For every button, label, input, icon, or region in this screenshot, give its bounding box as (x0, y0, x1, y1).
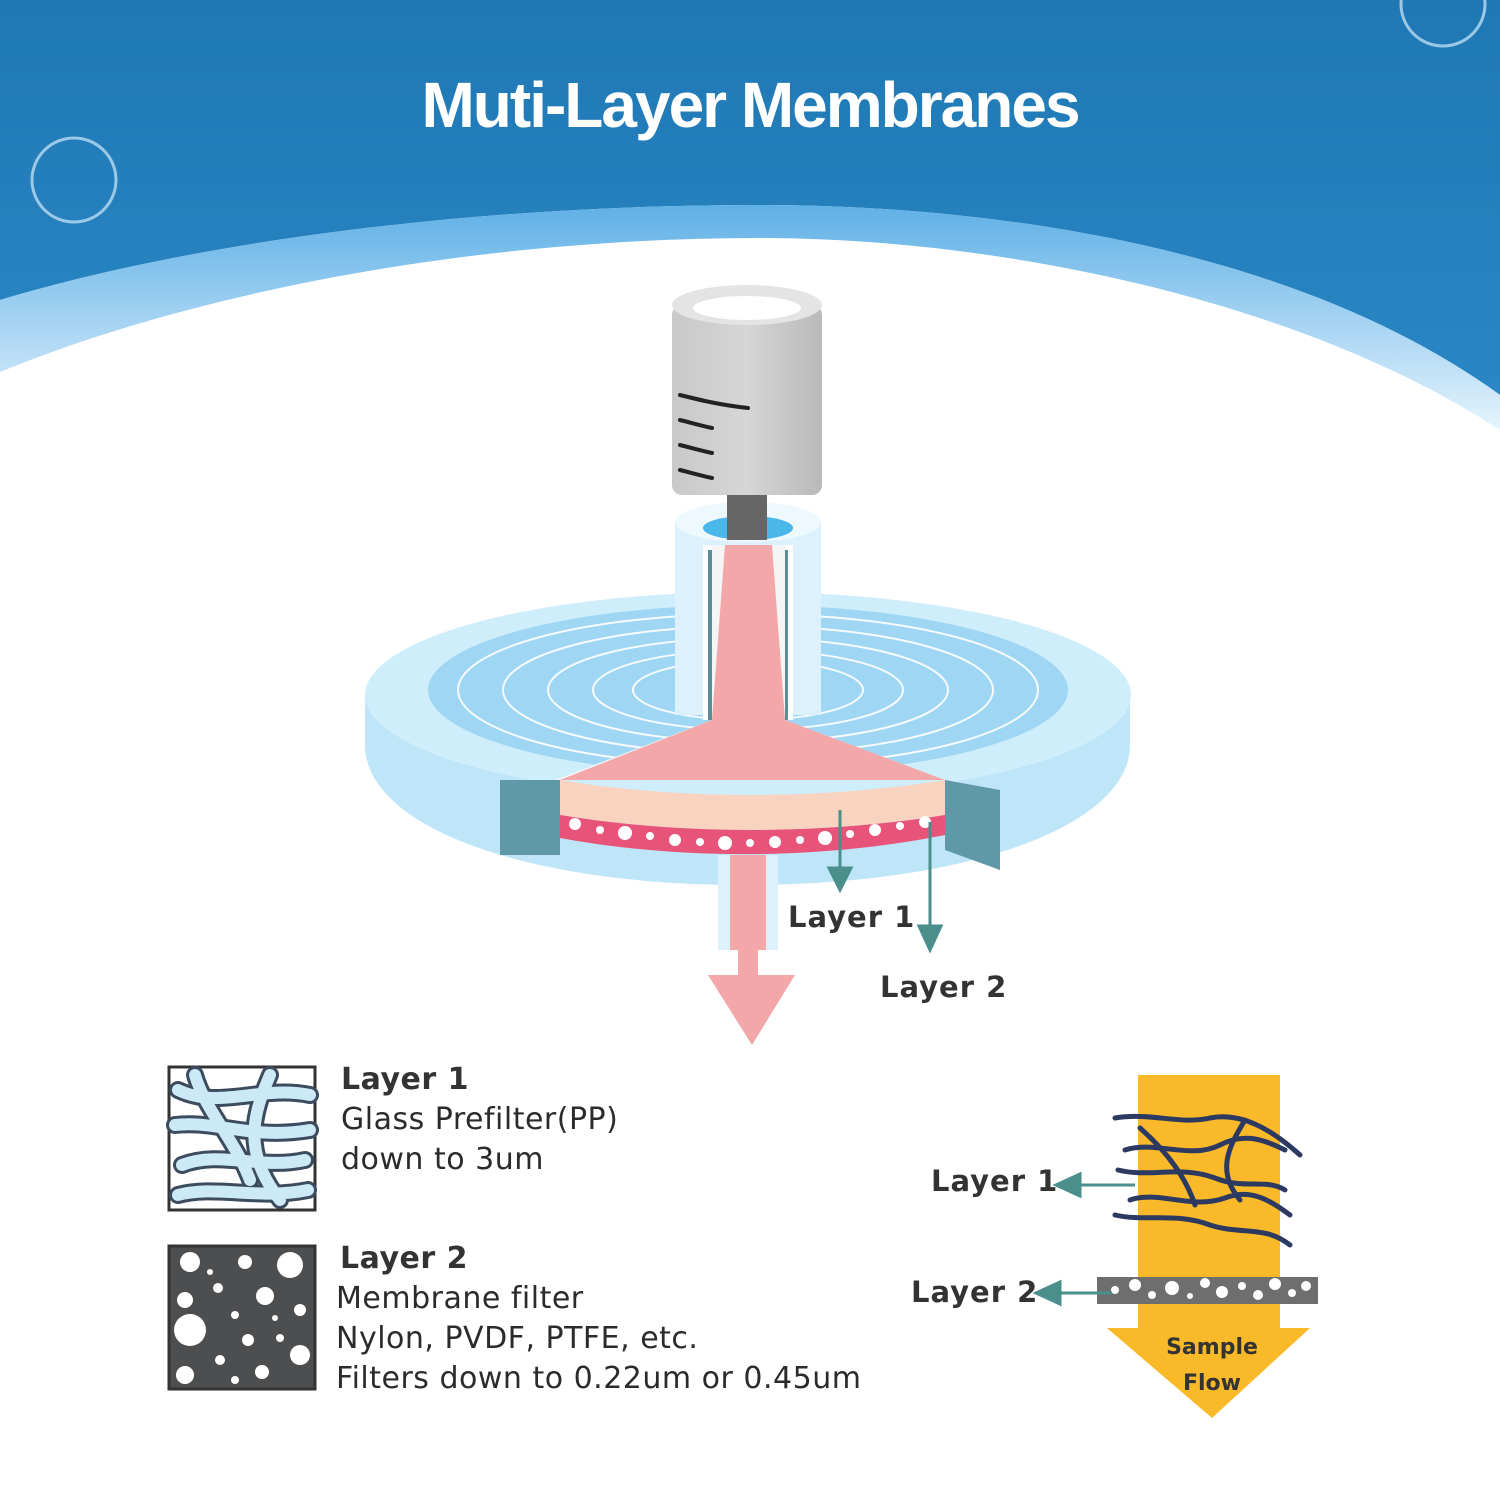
legend-layer2-line: Filters down to 0.22um or 0.45um (336, 1361, 862, 1396)
legend-layer1-line: Glass Prefilter(PP) (341, 1102, 619, 1137)
legend-layer2-heading: Layer 2 (340, 1241, 468, 1276)
sample-liquid (560, 545, 945, 780)
sample-flow-text-line: Sample (1166, 1335, 1258, 1360)
bubble-icon (30, 136, 118, 224)
syringe-barrel (672, 305, 822, 495)
sample-flow-graphic (1032, 1075, 1318, 1418)
flow-label-layer1: Layer 1 (931, 1164, 1059, 1198)
header-banner (0, 0, 1500, 430)
legend-layer2: Layer 2 Membrane filter Nylon, PVDF, PTF… (336, 1239, 861, 1399)
flow-label-layer2: Layer 2 (911, 1275, 1039, 1309)
sample-flow-text: Sample Flow (1142, 1330, 1282, 1402)
legend-swatch-layer2 (167, 1244, 317, 1391)
sample-flow-text-line: Flow (1182, 1371, 1241, 1396)
page-title: Muti-Layer Membranes (421, 69, 1080, 141)
layer-pointer-arrows (826, 810, 944, 954)
legend-layer1-line: down to 3um (341, 1142, 544, 1177)
outflow-arrow (708, 945, 795, 1045)
bubble-icon (1399, 0, 1487, 48)
membrane-layer-2 (560, 815, 945, 855)
thread-lines (678, 393, 750, 480)
legend-layer2-line: Nylon, PVDF, PTFE, etc. (336, 1321, 699, 1356)
fiber-layer (1112, 1113, 1303, 1248)
legend-layer1-heading: Layer 1 (341, 1062, 469, 1097)
sample-flow-arrow (1107, 1075, 1310, 1418)
legend-layer1: Layer 1 Glass Prefilter(PP) down to 3um (341, 1060, 618, 1180)
legend-swatch-layer1 (166, 1065, 319, 1212)
diagram-label-layer2: Layer 2 (880, 970, 1008, 1004)
membrane-layer-1 (560, 780, 945, 830)
membrane-pores (569, 816, 931, 850)
flow-pointer-arrows (1032, 1171, 1135, 1307)
diagram-label-layer1: Layer 1 (788, 900, 916, 934)
legend-layer2-line: Membrane filter (336, 1281, 584, 1316)
syringe-filter-diagram (365, 285, 1131, 1045)
